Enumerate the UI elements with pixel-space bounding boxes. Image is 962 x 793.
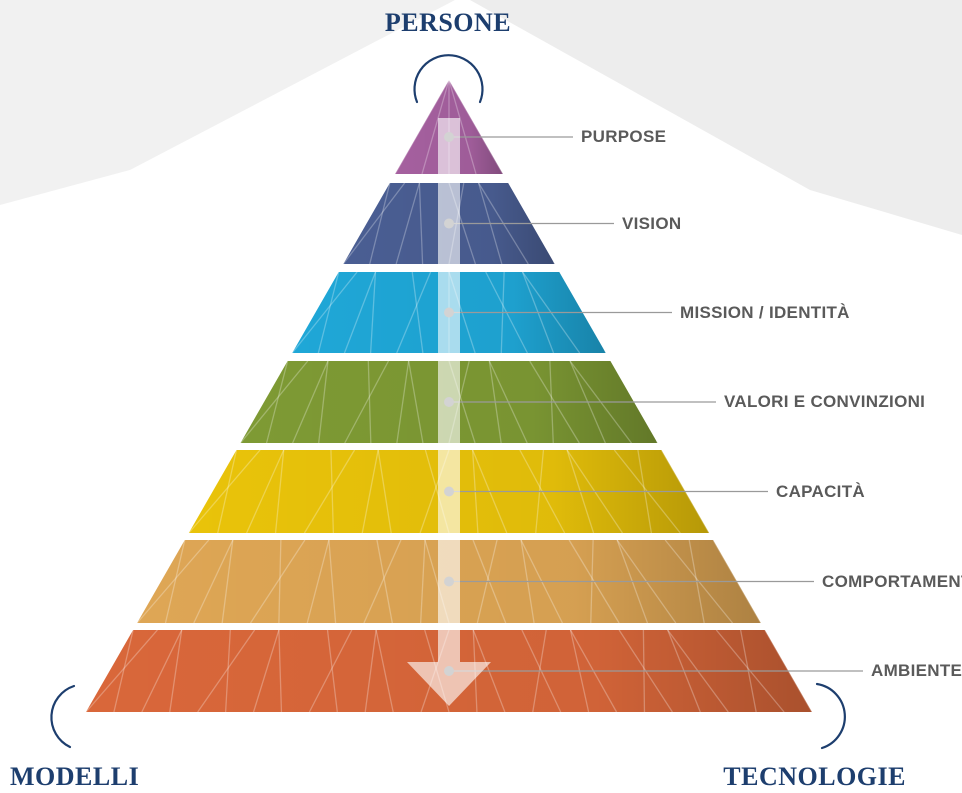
- corner-label-persone: PERSONE: [384, 8, 512, 37]
- corner-label-tecnologie: TECNOLOGIE: [723, 762, 906, 791]
- pyramid-bands: [85, 79, 813, 713]
- level-label: PURPOSE: [581, 127, 667, 146]
- band-pattern: [394, 79, 504, 175]
- corner-label-modelli: MODELLI: [10, 762, 140, 791]
- arc-icon-top: [413, 54, 484, 104]
- down-arrow-shape: [407, 118, 491, 706]
- cycle-arc-icons: [50, 54, 846, 750]
- arc-icon-right: [815, 682, 846, 750]
- level-label: VISION: [622, 213, 682, 233]
- background-house-right: [470, 0, 962, 235]
- level-label: MISSION / IDENTITÀ: [680, 302, 850, 322]
- level-label: VALORI E CONVINZIONI: [724, 392, 926, 411]
- arc-icon-left: [50, 684, 76, 749]
- level-label: AMBIENTE: [871, 661, 962, 680]
- background-house: [0, 0, 455, 205]
- level-label: COMPORTAMENTI: [822, 571, 962, 591]
- down-arrow-icon: [407, 118, 491, 706]
- level-label: CAPACITÀ: [776, 481, 865, 501]
